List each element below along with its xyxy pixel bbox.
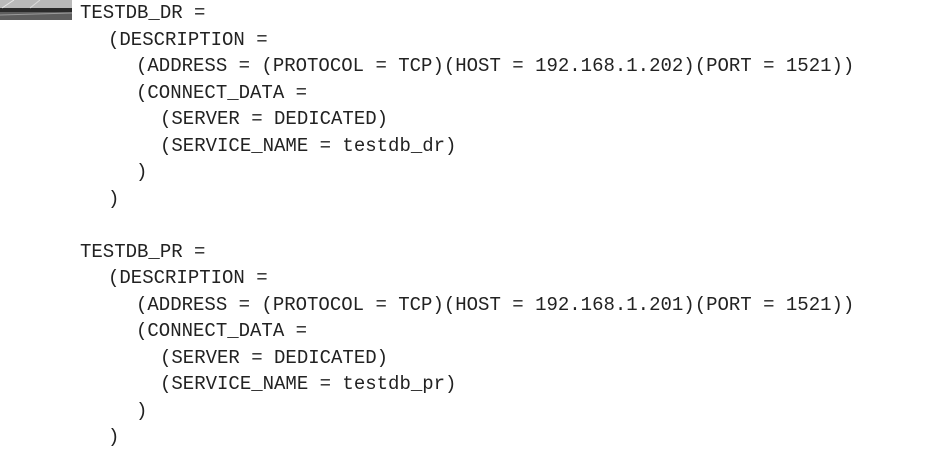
corner-photo-strip-image (0, 0, 72, 20)
blank-line (80, 212, 854, 239)
address-line-pr: (ADDRESS = (PROTOCOL = TCP)(HOST = 192.1… (136, 293, 855, 316)
tns-alias-pr: TESTDB_PR = (80, 240, 206, 263)
description-open-pr: (DESCRIPTION = (108, 267, 268, 289)
description-close-pr: ) (108, 426, 120, 448)
corner-photo-strip (0, 0, 72, 20)
connect-data-close-pr: ) (136, 399, 148, 422)
tnsnames-code-listing: TESTDB_DR = (DESCRIPTION = (ADDRESS = (PRO… (80, 0, 854, 451)
connect-data-open-dr: (CONNECT_DATA = (136, 81, 308, 104)
description-open-dr: (DESCRIPTION = (108, 28, 268, 51)
connect-data-open-pr: (CONNECT_DATA = (136, 320, 308, 342)
service-name-line-dr: (SERVICE_NAME = testdb_dr) (160, 134, 457, 157)
server-line-pr: (SERVER = DEDICATED) (160, 346, 389, 369)
connect-data-close-dr: ) (136, 161, 148, 183)
service-name-line-pr: (SERVICE_NAME = testdb_pr) (160, 373, 457, 395)
description-close-dr: ) (108, 187, 120, 210)
tns-alias-dr: TESTDB_DR = (80, 2, 206, 24)
address-line-dr: (ADDRESS = (PROTOCOL = TCP)(HOST = 192.1… (136, 55, 855, 77)
server-line-dr: (SERVER = DEDICATED) (160, 108, 389, 130)
